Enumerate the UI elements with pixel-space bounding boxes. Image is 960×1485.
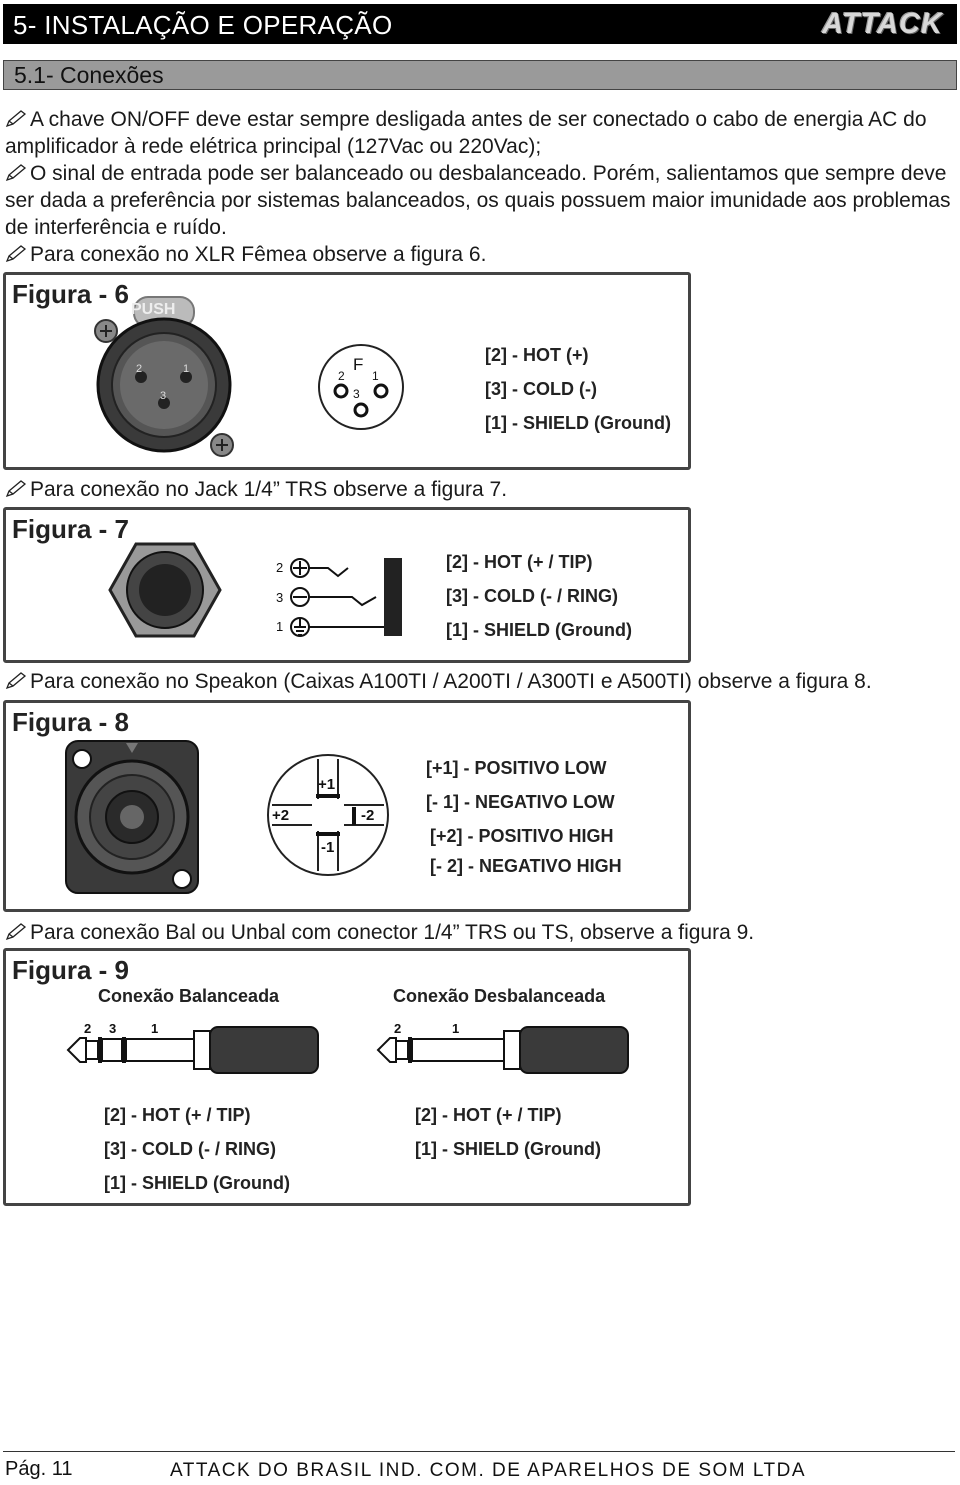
unbalanced-heading: Conexão Desbalanceada	[393, 986, 606, 1006]
paragraph-jack: Para conexão no Jack 1/4” TRS observe a …	[5, 476, 955, 503]
speakon-diagram	[65, 740, 389, 894]
pin-label: [1] - SHIELD (Ground)	[446, 620, 632, 640]
pin-label: [2] - HOT (+ / TIP)	[415, 1105, 562, 1125]
paragraph-bal-unbal: Para conexão Bal ou Unbal com conector 1…	[5, 919, 955, 946]
footer-divider	[3, 1451, 955, 1452]
paragraph-text: Para conexão no XLR Fêmea observe a figu…	[30, 243, 487, 266]
paragraph-text: Para conexão no Jack 1/4” TRS observe a …	[30, 478, 508, 501]
page-number: Pág. 11	[5, 1458, 73, 1480]
pencil-icon	[5, 480, 27, 498]
paragraph-input-signal: O sinal de entrada pode ser balanceado o…	[5, 160, 955, 241]
paragraph-text: Para conexão no Speakon (Caixas A100TI /…	[30, 670, 872, 693]
pin-label: [3] - COLD (-)	[485, 379, 597, 399]
figure-title: Figura - 8	[12, 707, 130, 737]
speakon-pin: +2	[272, 807, 290, 824]
paragraph-speakon: Para conexão no Speakon (Caixas A100TI /…	[5, 668, 955, 695]
pencil-icon	[5, 923, 27, 941]
pencil-icon	[5, 245, 27, 263]
speakon-pin: +1	[318, 776, 336, 793]
section-bar: 5.1- Conexões	[3, 60, 957, 90]
pin-label: [+2] - POSITIVO HIGH	[430, 826, 614, 846]
female-letter: F	[353, 355, 364, 374]
pin-label: [2] - HOT (+)	[485, 345, 589, 365]
company-name: ATTACK DO BRASIL IND. COM. DE APARELHOS …	[170, 1460, 807, 1481]
speakon-pin: -1	[321, 839, 335, 856]
paragraph-text: Para conexão Bal ou Unbal com conector 1…	[30, 921, 755, 944]
pin-label: [+1] - POSITIVO LOW	[426, 758, 607, 778]
paragraph-xlr: Para conexão no XLR Fêmea observe a figu…	[5, 241, 955, 268]
jack-diagram	[108, 542, 402, 638]
pin-label: [- 1] - NEGATIVO LOW	[426, 792, 615, 812]
speakon-pin: -2	[361, 807, 375, 824]
pencil-icon	[5, 164, 27, 182]
paragraph-power-switch: A chave ON/OFF deve estar sempre desliga…	[5, 106, 955, 160]
pin-label: [3] - COLD (- / RING)	[446, 586, 618, 606]
paragraph-text: O sinal de entrada pode ser balanceado o…	[5, 162, 951, 239]
figure-title: Figura - 7	[12, 514, 130, 544]
plug-pin: 1	[151, 1021, 159, 1036]
diagram-pin: 2	[338, 369, 345, 383]
jack-pin: 1	[276, 619, 284, 634]
xlr-diagram	[94, 296, 404, 457]
xlr-pin: 2	[136, 363, 143, 375]
figure-9: Figura - 9 Conexão Balanceada Conexão De…	[3, 948, 691, 1206]
plug-pin: 1	[452, 1021, 460, 1036]
plug-diagram	[66, 1026, 629, 1074]
section-title: 5.1- Conexões	[14, 62, 164, 88]
plug-pin: 2	[84, 1021, 92, 1036]
pin-label: [1] - SHIELD (Ground)	[415, 1139, 601, 1159]
pin-label: [2] - HOT (+ / TIP)	[104, 1105, 251, 1125]
pencil-icon	[5, 672, 27, 690]
paragraph-text: A chave ON/OFF deve estar sempre desliga…	[5, 108, 927, 158]
pin-label: [2] - HOT (+ / TIP)	[446, 552, 593, 572]
xlr-pin: 3	[160, 390, 167, 402]
header-bar: 5- INSTALAÇÃO E OPERAÇÃO ATTACK	[3, 4, 957, 44]
figure-title: Figura - 6	[12, 279, 130, 309]
pin-label: [1] - SHIELD (Ground)	[104, 1173, 290, 1193]
plug-pin: 3	[109, 1021, 117, 1036]
plug-pin: 2	[394, 1021, 402, 1036]
pin-label: [1] - SHIELD (Ground)	[485, 413, 671, 433]
brand-logo: ATTACK	[822, 8, 943, 40]
pin-label: [3] - COLD (- / RING)	[104, 1139, 276, 1159]
chapter-title: 5- INSTALAÇÃO E OPERAÇÃO	[13, 10, 393, 40]
balanced-heading: Conexão Balanceada	[98, 986, 280, 1006]
xlr-pin: 1	[183, 363, 190, 375]
figure-8: Figura - 8 +1 +2 -2 -1 [+1] - POSITIVO L…	[3, 700, 691, 912]
push-label: PUSH	[131, 301, 176, 318]
figure-title: Figura - 9	[12, 955, 130, 985]
figure-7: Figura - 7 2 3 1 [2] - HOT (+ / TIP) [3]…	[3, 507, 691, 663]
pencil-icon	[5, 110, 27, 128]
figure-6: Figura - 6 PUSH 2 1 3 F 2 1 3 [2] - HOT …	[3, 272, 691, 470]
diagram-pin: 3	[353, 387, 360, 401]
jack-pin: 2	[276, 560, 284, 575]
pin-label: [- 2] - NEGATIVO HIGH	[430, 856, 622, 876]
diagram-pin: 1	[372, 369, 379, 383]
jack-pin: 3	[276, 590, 284, 605]
